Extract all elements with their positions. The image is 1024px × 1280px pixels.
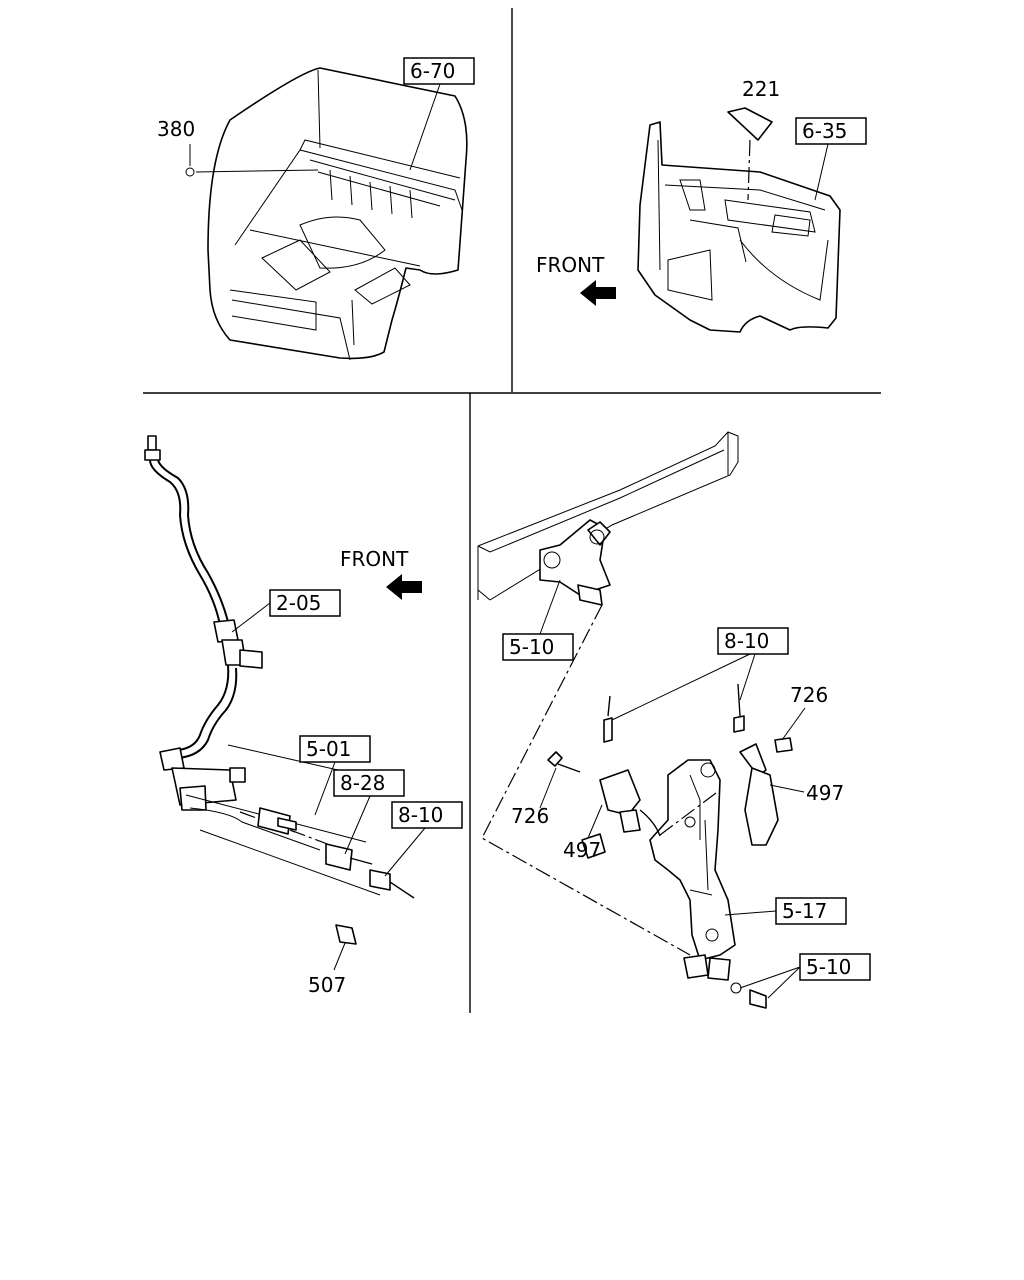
- label-507: 507: [308, 973, 346, 997]
- cab-floor-illustration: [207, 67, 468, 361]
- label-5-10-lower: 5-10: [806, 955, 851, 979]
- callout-726-left: 726: [511, 767, 557, 828]
- front-indicator-mid: FRONT: [340, 547, 422, 600]
- front-indicator-top: FRONT: [536, 253, 616, 306]
- callout-507: 507: [308, 942, 346, 997]
- label-8-10-left: 8-10: [398, 803, 443, 827]
- label-497-left: 497: [563, 838, 601, 862]
- callout-8-10-left: 8-10: [384, 801, 463, 877]
- callout-497-right: 497: [769, 781, 844, 805]
- frame-sensor-illustration: [477, 431, 793, 1009]
- label-497-right: 497: [806, 781, 844, 805]
- callout-8-10-right: 8-10: [611, 627, 789, 721]
- callout-5-10-lower: 5-10: [739, 953, 871, 999]
- hose-assembly-illustration: [144, 435, 415, 945]
- label-5-17: 5-17: [782, 899, 827, 923]
- callout-6-35: 6-35: [795, 117, 867, 201]
- label-221: 221: [742, 77, 780, 101]
- label-726-left: 726: [511, 804, 549, 828]
- panel-dividers: [143, 8, 881, 1013]
- callout-497-left: 497: [563, 804, 603, 862]
- label-5-01: 5-01: [306, 737, 351, 761]
- callout-5-01: 5-01: [299, 735, 371, 816]
- callout-5-17: 5-17: [724, 897, 847, 925]
- front-arrow-icon: [580, 280, 616, 306]
- label-6-70: 6-70: [410, 59, 455, 83]
- callout-726-right: 726: [781, 683, 828, 741]
- front-label-mid: FRONT: [340, 547, 409, 571]
- callout-2-05: 2-05: [231, 589, 341, 633]
- door-trim-illustration: [637, 107, 841, 333]
- label-2-05: 2-05: [276, 591, 321, 615]
- callout-8-28: 8-28: [333, 769, 405, 855]
- label-8-10-right: 8-10: [724, 629, 769, 653]
- callout-6-70: 6-70: [403, 57, 475, 171]
- front-arrow-icon: [386, 574, 422, 600]
- callout-221: 221: [742, 77, 780, 101]
- callout-5-10-upper: 5-10: [502, 579, 574, 661]
- label-8-28: 8-28: [340, 771, 385, 795]
- front-label-top: FRONT: [536, 253, 605, 277]
- label-5-10-upper: 5-10: [509, 635, 554, 659]
- label-380: 380: [157, 117, 195, 141]
- label-6-35: 6-35: [802, 119, 847, 143]
- callout-380: 380: [157, 117, 319, 177]
- label-726-right: 726: [790, 683, 828, 707]
